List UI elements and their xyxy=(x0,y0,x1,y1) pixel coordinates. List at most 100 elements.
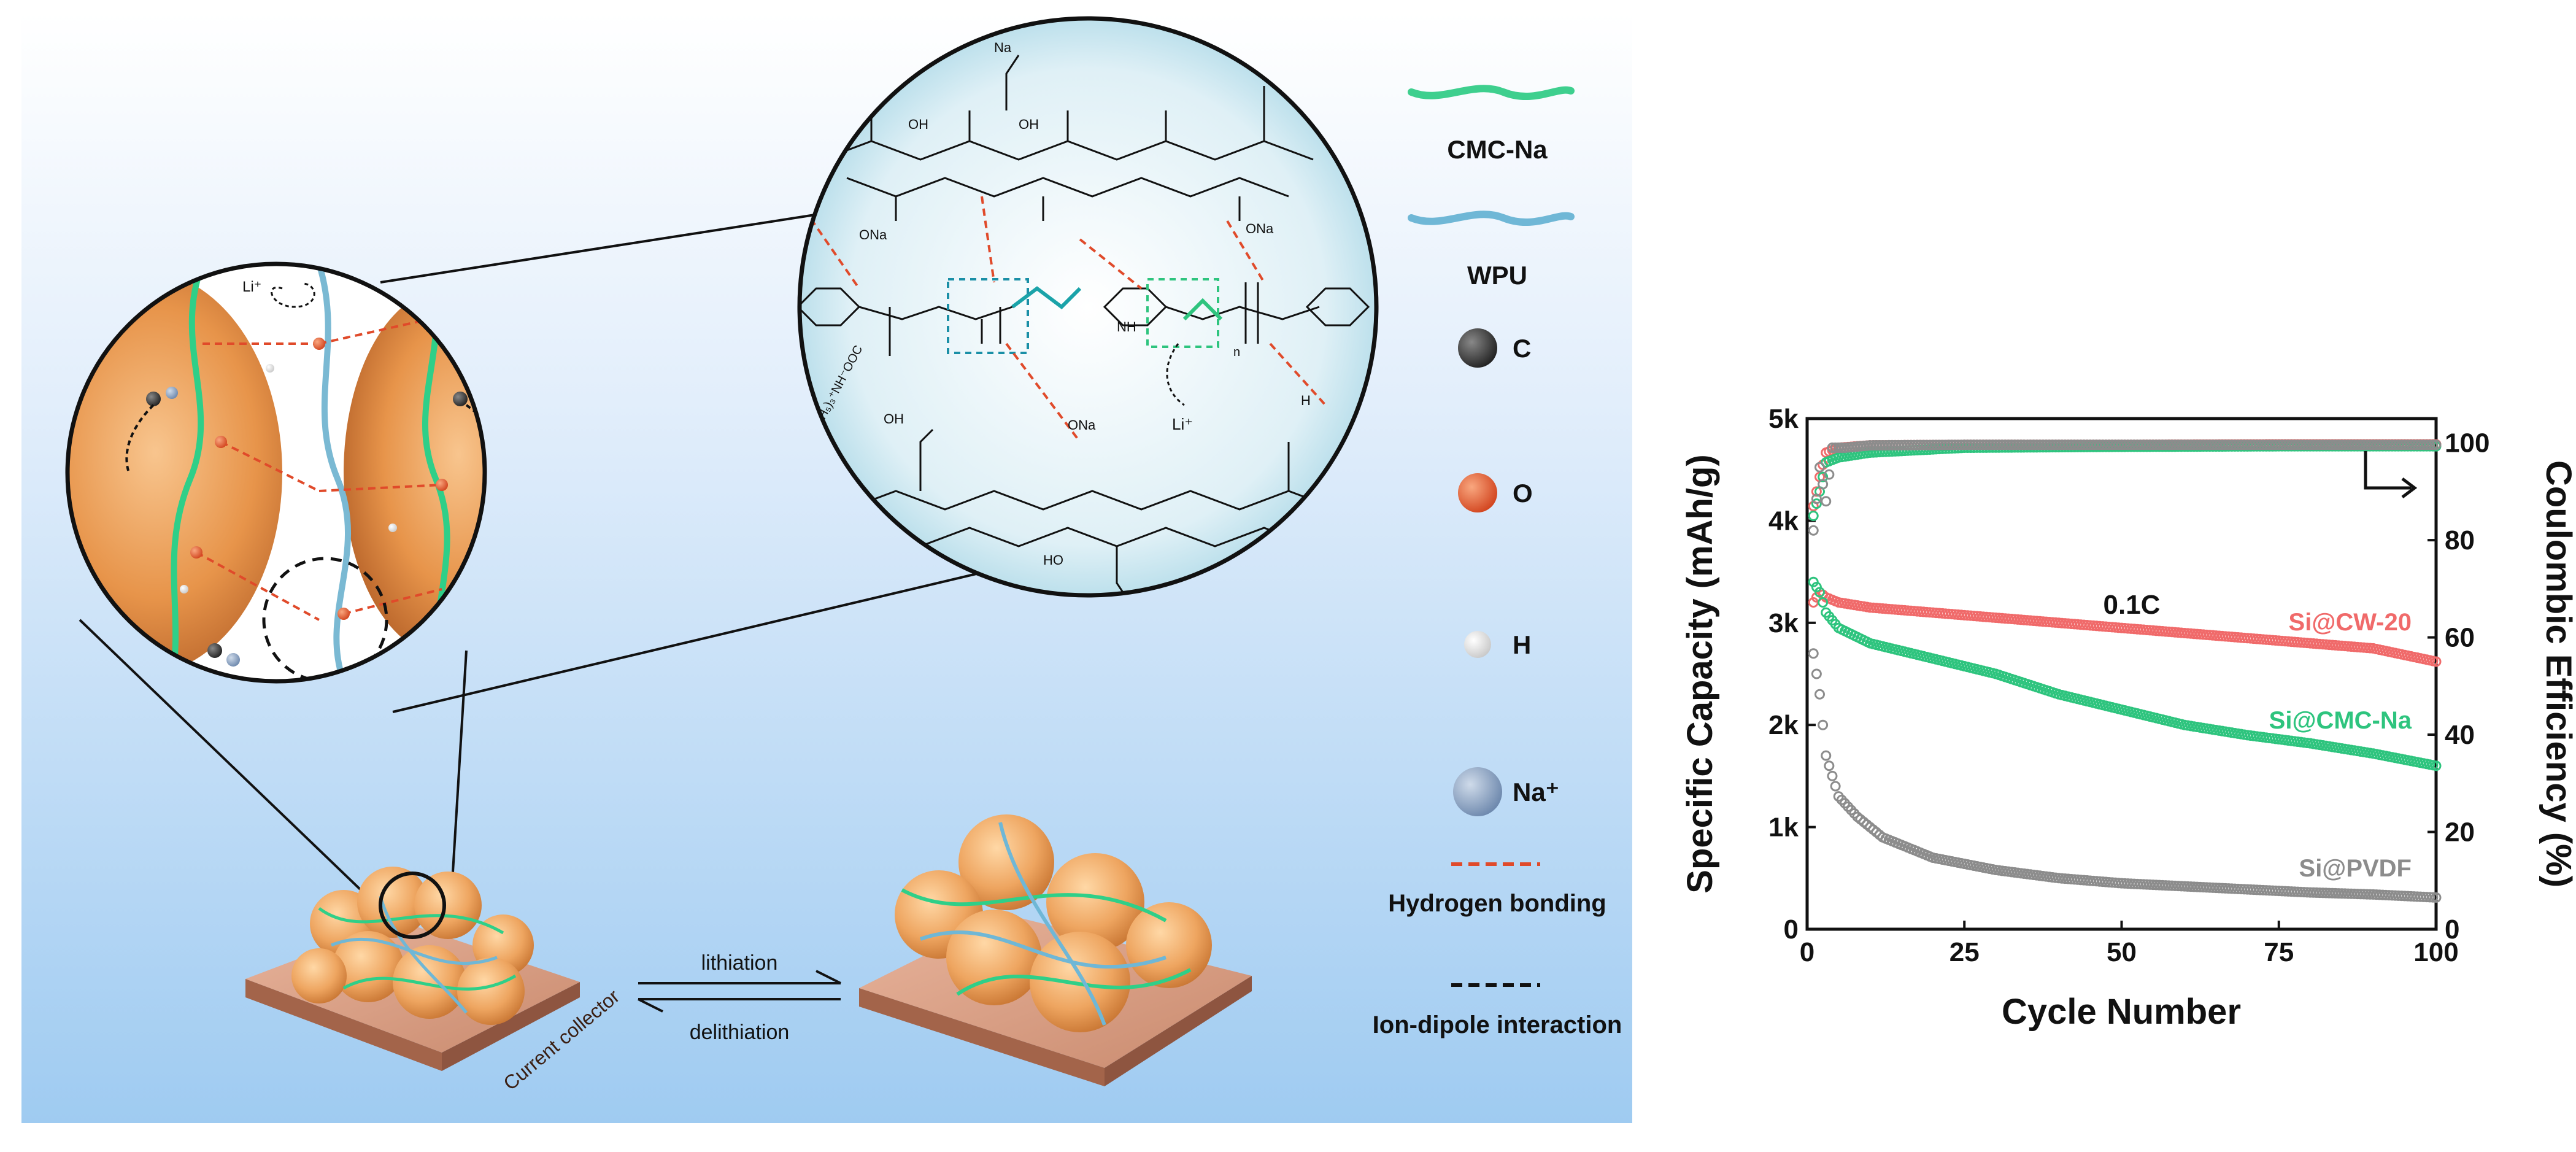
y-tick-label: 0 xyxy=(1784,914,1799,945)
legend-wpu-line xyxy=(1408,211,1575,226)
data-point xyxy=(2424,439,2435,450)
data-point xyxy=(1821,496,1832,507)
y-tick-label: 1k xyxy=(1768,813,1799,843)
legend-cmc-line xyxy=(1408,85,1575,100)
legend-label-wpu: WPU xyxy=(1467,261,1527,290)
data-point xyxy=(1827,770,1838,781)
x-tick-label: 0 xyxy=(1800,937,1814,967)
data-point xyxy=(1814,587,1825,598)
legend-label-iondipole: Ion-dipole interaction xyxy=(1373,1011,1622,1038)
y-axis-title: Specific Capacity (mAh/g) xyxy=(1680,454,1720,893)
data-point xyxy=(1824,469,1835,480)
y-tick-label: 4k xyxy=(1768,506,1799,536)
urethane-box xyxy=(947,278,1029,354)
zoom-lines xyxy=(79,214,1055,922)
mol-label-nh: NH xyxy=(1117,319,1136,334)
data-point xyxy=(1821,750,1832,761)
series-si-cmc-na xyxy=(1808,576,2442,771)
legend-label-o: O xyxy=(1513,479,1533,508)
data-point xyxy=(1811,493,1822,504)
legend xyxy=(1408,85,1575,987)
data-point xyxy=(1814,462,1825,473)
mol-label-ona-2: ONa xyxy=(1246,221,1274,236)
legend-c-ball xyxy=(1458,328,1497,368)
ion-dipole-circle xyxy=(262,557,388,681)
cmc-chain-top xyxy=(822,55,1314,221)
plot-area xyxy=(1805,417,2438,931)
mol-label-ho-1: HO xyxy=(1043,552,1063,568)
y-tick-label: 2k xyxy=(1768,710,1799,740)
series-label-pvdf: Si@PVDF xyxy=(2299,855,2412,882)
reaction-arrows xyxy=(638,970,841,1013)
data-point xyxy=(2431,760,2442,771)
li-label-molecule: Li⁺ xyxy=(1172,415,1193,433)
legend-label-c: C xyxy=(1513,334,1531,363)
si-particle-right xyxy=(344,288,485,657)
mol-label-ona-3: ONa xyxy=(1068,417,1096,433)
wpu-backbone xyxy=(800,282,1370,356)
mol-label-h: H xyxy=(1301,393,1311,408)
cmc-chain-left xyxy=(169,264,206,681)
y2-tick-label: 0 xyxy=(2445,914,2459,945)
y-tick-label: 5k xyxy=(1768,404,1799,434)
y2-tick-label: 20 xyxy=(2445,818,2475,848)
soft-segment-box xyxy=(1146,278,1219,348)
legend-label-hbond: Hydrogen bonding xyxy=(1388,890,1606,917)
mol-label-ona-1: ONa xyxy=(859,227,887,242)
data-point xyxy=(1811,668,1822,679)
electrode-after xyxy=(859,814,1252,1086)
x-tick-label: 100 xyxy=(2413,937,2458,967)
legend-label-cmc: CMC-Na xyxy=(1447,135,1548,164)
delithiation-label: delithiation xyxy=(690,1021,790,1044)
x-axis-title: Cycle Number xyxy=(2002,992,2241,1032)
legend-na-ball xyxy=(1453,767,1502,816)
x-tick-label: 25 xyxy=(1949,937,1980,967)
legend-o-ball xyxy=(1458,473,1497,512)
mol-label-oh-2: OH xyxy=(1019,117,1039,132)
data-point xyxy=(1811,498,1822,509)
li-label-top: Li⁺ xyxy=(242,279,261,295)
mol-label-n-sub: n xyxy=(1233,346,1240,359)
mol-label-na: Na xyxy=(994,40,1012,55)
ce-axis-arrow xyxy=(2364,451,2412,490)
legend-label-na: Na⁺ xyxy=(1513,778,1559,806)
chart-series xyxy=(1808,439,2442,903)
y2-tick-label: 100 xyxy=(2445,428,2489,458)
data-point xyxy=(1814,689,1825,700)
molecular-structure-circle: Li⁺ Na OH OH ONa ONa ONa OH HO HO H NH n xyxy=(797,16,1379,598)
data-point xyxy=(1818,719,1829,730)
zoom-selection-circle xyxy=(379,872,446,939)
series-si-cw-20 xyxy=(1808,587,2442,667)
data-point xyxy=(1830,781,1841,792)
series-label-cw20: Si@CW-20 xyxy=(2289,609,2412,636)
data-point xyxy=(2431,439,2442,450)
data-point xyxy=(1808,525,1819,536)
series-ce-si-pvdf xyxy=(1808,439,2442,536)
y2-tick-label: 80 xyxy=(2445,525,2475,555)
data-point xyxy=(1808,510,1819,521)
y2-tick-label: 60 xyxy=(2445,623,2475,653)
chart-annotation: 0.1C xyxy=(2104,590,2161,620)
y2-tick-label: 40 xyxy=(2445,720,2475,750)
legend-h-ball xyxy=(1464,631,1491,658)
series-si-pvdf xyxy=(1808,648,2442,903)
x-tick-label: 75 xyxy=(2264,937,2294,967)
ce-axis-arrowhead xyxy=(2401,477,2418,498)
mol-label-oh-1: OH xyxy=(908,117,928,132)
mol-label-oh-3: OH xyxy=(884,411,904,427)
data-point xyxy=(1808,648,1819,659)
data-point xyxy=(1808,576,1819,587)
data-point xyxy=(1818,479,1829,490)
data-point xyxy=(2431,656,2442,667)
wpu-chain xyxy=(316,264,352,681)
data-point xyxy=(1811,486,1822,497)
data-point xyxy=(2431,892,2442,903)
x-tick-label: 50 xyxy=(2107,937,2137,967)
data-point xyxy=(1824,760,1835,771)
legend-label-h: H xyxy=(1513,630,1531,659)
y-tick-label: 3k xyxy=(1768,608,1799,638)
data-point xyxy=(1811,582,1822,593)
